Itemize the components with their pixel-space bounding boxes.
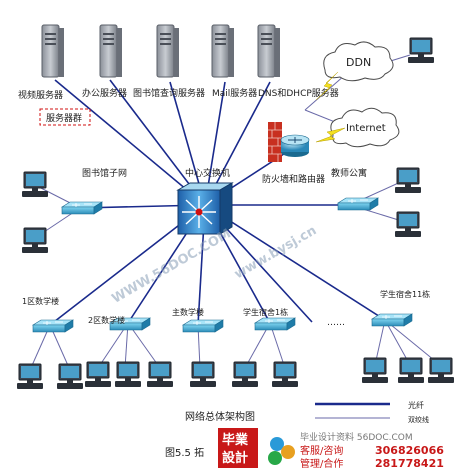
main-building-label: 主数学楼 (172, 307, 204, 317)
computer-icon (397, 357, 425, 384)
lightning-icon (315, 127, 346, 143)
server-group-label: 服务器群 (46, 112, 82, 124)
computer-icon (16, 363, 44, 390)
ddn-label: DDN (346, 56, 371, 69)
dorm1-label: 学生宿舍1栋 (243, 307, 288, 317)
library-subnet-label: 图书馆子网 (82, 167, 127, 179)
watermark-url2: www.bysj.cn (232, 223, 319, 282)
computer-icon (21, 171, 49, 198)
brand-logo-bottom: 設計 (222, 450, 248, 466)
teacher-switch (337, 197, 379, 211)
server-tower-3 (156, 24, 180, 78)
firewall-label: 防火墙和路由器 (262, 173, 325, 185)
core-switch-icon (176, 182, 234, 235)
server-label: 图书馆查询服务器 (133, 87, 205, 99)
server-label: Mail服务器 (212, 87, 257, 99)
server-tower-4 (211, 24, 235, 78)
core-switch-label: 中心交换机 (185, 167, 230, 179)
teacher-apartment-label: 教师公寓 (331, 167, 367, 179)
legend-twisted-label: 双绞线 (408, 415, 429, 424)
server-label: 视频服务器 (18, 89, 63, 101)
ddn-cloud: DDN (323, 41, 394, 82)
main-building-switch (182, 319, 224, 333)
brand-logo-top: 毕業 (222, 432, 249, 448)
cooperate-label: 管理/合作 (300, 457, 343, 470)
dorm11-switch (371, 313, 413, 327)
zone1-label: 1区数学楼 (22, 296, 59, 306)
computer-icon (407, 37, 435, 64)
internet-label: Internet (346, 123, 386, 134)
computer-icon (271, 361, 299, 388)
computer-icon (84, 361, 112, 388)
server-tower-2 (99, 24, 123, 78)
server-tower-1 (41, 24, 65, 78)
dots-label: …… (327, 318, 345, 328)
computer-icon (56, 363, 84, 390)
lightning-icon (315, 71, 339, 101)
computer-icon (231, 361, 259, 388)
computer-icon (394, 167, 422, 194)
computer-icon (21, 227, 49, 254)
figure-caption: 图5.5 拓 (165, 447, 204, 459)
dorm1-switch (254, 317, 296, 331)
server-label: 办公服务器 (82, 87, 127, 99)
computer-icon (146, 361, 174, 388)
server-tower-5 (257, 24, 281, 78)
legend-fiber-label: 光纤 (408, 400, 424, 410)
computer-icon (427, 357, 455, 384)
zone2-label: 2区数学楼 (88, 315, 125, 325)
router-icon (280, 134, 310, 157)
diagram-title: 网络总体架构图 (185, 410, 255, 423)
server-label: DNS和DHCP服务器 (258, 87, 339, 99)
dorm11-label: 学生宿舍11栋 (380, 289, 430, 299)
library-switch (61, 201, 103, 215)
qq-number-1: 306826066 (375, 444, 444, 457)
computer-icon (394, 211, 422, 238)
server-group-box (39, 108, 91, 126)
service-label: 客服/咨询 (300, 444, 343, 457)
brand-site-text: 毕业设计资料 56DOC.COM (300, 431, 413, 443)
zone1-switch (32, 319, 74, 333)
qq-mascot-icon (268, 437, 295, 465)
firewall-icon (268, 122, 282, 162)
computer-icon (114, 361, 142, 388)
computer-icon (361, 357, 389, 384)
qq-number-2: 281778421 (375, 457, 444, 470)
internet-cloud: Internet (330, 107, 400, 148)
computer-icon (189, 361, 217, 388)
brand-logo: 毕業 設計 (218, 428, 258, 468)
watermark-url: WWW.56DOC.COM (109, 226, 233, 306)
